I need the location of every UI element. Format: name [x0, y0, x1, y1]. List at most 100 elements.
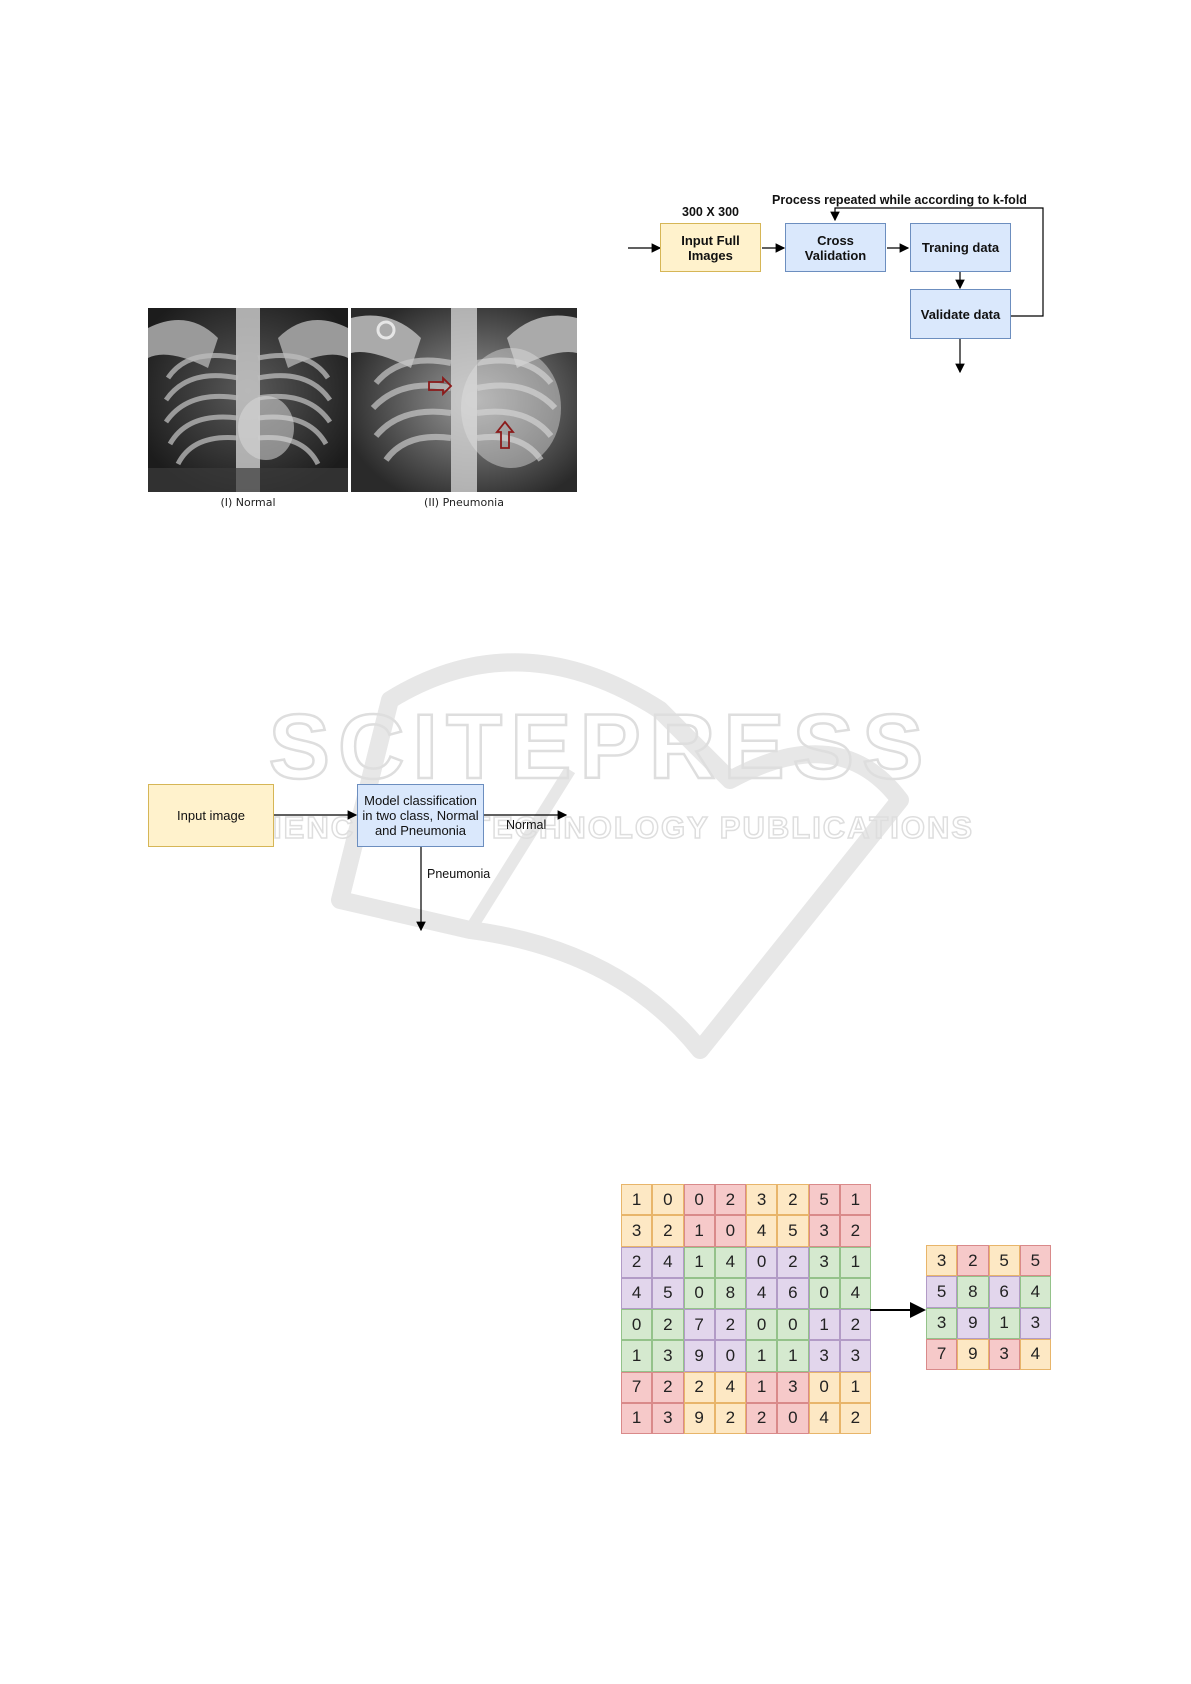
input-cell: 0	[777, 1309, 809, 1341]
xray-pneumonia-image	[351, 308, 577, 492]
input-cell: 0	[714, 1340, 746, 1372]
training-data-box: Traning data	[910, 223, 1011, 272]
input-cell: 2	[839, 1309, 871, 1341]
input-cell: 8	[714, 1277, 746, 1309]
input-cell: 1	[839, 1371, 871, 1403]
input-cell: 3	[621, 1215, 653, 1247]
output-cell: 4	[1019, 1276, 1051, 1308]
loop-label: Process repeated while according to k-fo…	[772, 193, 1027, 207]
input-cell: 1	[839, 1246, 871, 1278]
output-cell: 3	[926, 1245, 958, 1277]
input-cell: 5	[777, 1215, 809, 1247]
input-cell: 2	[777, 1246, 809, 1278]
input-cell: 2	[714, 1402, 746, 1434]
pneumonia-chest-xray-icon	[351, 308, 577, 492]
input-cell: 0	[683, 1277, 715, 1309]
input-cell: 2	[777, 1184, 809, 1216]
output-cell: 3	[926, 1307, 958, 1339]
input-cell: 0	[621, 1309, 653, 1341]
input-cell: 1	[683, 1246, 715, 1278]
output-cell: 9	[957, 1307, 989, 1339]
pooling-arrow	[870, 1302, 926, 1318]
input-cell: 2	[652, 1215, 684, 1247]
input-cell: 2	[683, 1371, 715, 1403]
input-cell: 0	[808, 1371, 840, 1403]
classification-connectors	[274, 810, 568, 932]
input-cell: 9	[683, 1340, 715, 1372]
model-classification-box: Model classification in two class, Norma…	[357, 784, 484, 847]
validate-data-box: Validate data	[910, 289, 1011, 339]
input-cell: 4	[652, 1246, 684, 1278]
output-cell: 5	[1019, 1245, 1051, 1277]
input-cell: 6	[777, 1277, 809, 1309]
input-cell: 1	[808, 1309, 840, 1341]
input-cell: 0	[714, 1215, 746, 1247]
input-cell: 3	[839, 1340, 871, 1372]
caption-normal: (I) Normal	[220, 496, 276, 509]
input-cell: 2	[621, 1246, 653, 1278]
arrow-up-marker-icon	[495, 420, 515, 449]
output-cell: 9	[957, 1338, 989, 1370]
input-cell: 4	[746, 1215, 778, 1247]
input-cell: 1	[621, 1340, 653, 1372]
input-cell: 0	[777, 1402, 809, 1434]
input-cell: 3	[746, 1184, 778, 1216]
input-full-images-box: Input Full Images	[660, 223, 761, 272]
input-cell: 4	[746, 1277, 778, 1309]
input-cell: 3	[652, 1340, 684, 1372]
input-cell: 2	[746, 1402, 778, 1434]
input-cell: 1	[621, 1184, 653, 1216]
input-cell: 0	[652, 1184, 684, 1216]
cross-validation-box: Cross Validation	[785, 223, 886, 272]
kfold-connectors	[628, 207, 1044, 374]
output-cell: 3	[1019, 1307, 1051, 1339]
output-cell: 5	[988, 1245, 1020, 1277]
input-cell: 1	[683, 1215, 715, 1247]
output-cell: 5	[926, 1276, 958, 1308]
input-cell: 9	[683, 1402, 715, 1434]
output-cell: 8	[957, 1276, 989, 1308]
input-cell: 4	[808, 1402, 840, 1434]
output-cell: 1	[988, 1307, 1020, 1339]
input-cell: 5	[808, 1184, 840, 1216]
input-cell: 4	[714, 1246, 746, 1278]
input-cell: 4	[839, 1277, 871, 1309]
size-label: 300 X 300	[682, 205, 739, 219]
input-cell: 1	[621, 1402, 653, 1434]
input-cell: 2	[714, 1184, 746, 1216]
input-cell: 2	[839, 1402, 871, 1434]
input-cell: 3	[652, 1402, 684, 1434]
input-cell: 2	[714, 1309, 746, 1341]
arrow-right-marker-icon	[428, 375, 453, 397]
normal-chest-xray-icon	[148, 308, 348, 492]
output-cell: 7	[926, 1338, 958, 1370]
input-image-box: Input image	[148, 784, 274, 847]
input-cell: 1	[839, 1184, 871, 1216]
normal-output-label: Normal	[506, 818, 547, 832]
caption-pneumonia: (II) Pneumonia	[424, 496, 504, 509]
pneumonia-output-label: Pneumonia	[427, 867, 491, 881]
input-cell: 2	[652, 1309, 684, 1341]
input-cell: 4	[621, 1277, 653, 1309]
output-cell: 2	[957, 1245, 989, 1277]
input-cell: 3	[808, 1215, 840, 1247]
input-cell: 0	[746, 1309, 778, 1341]
input-cell: 2	[839, 1215, 871, 1247]
output-cell: 4	[1019, 1338, 1051, 1370]
input-cell: 1	[746, 1371, 778, 1403]
input-cell: 1	[746, 1340, 778, 1372]
input-cell: 7	[621, 1371, 653, 1403]
input-cell: 0	[683, 1184, 715, 1216]
input-cell: 7	[683, 1309, 715, 1341]
input-cell: 0	[808, 1277, 840, 1309]
input-cell: 4	[714, 1371, 746, 1403]
input-cell: 3	[808, 1246, 840, 1278]
input-cell: 3	[808, 1340, 840, 1372]
output-cell: 3	[988, 1338, 1020, 1370]
xray-normal-image	[148, 308, 348, 492]
input-cell: 5	[652, 1277, 684, 1309]
input-cell: 1	[777, 1340, 809, 1372]
input-cell: 0	[746, 1246, 778, 1278]
